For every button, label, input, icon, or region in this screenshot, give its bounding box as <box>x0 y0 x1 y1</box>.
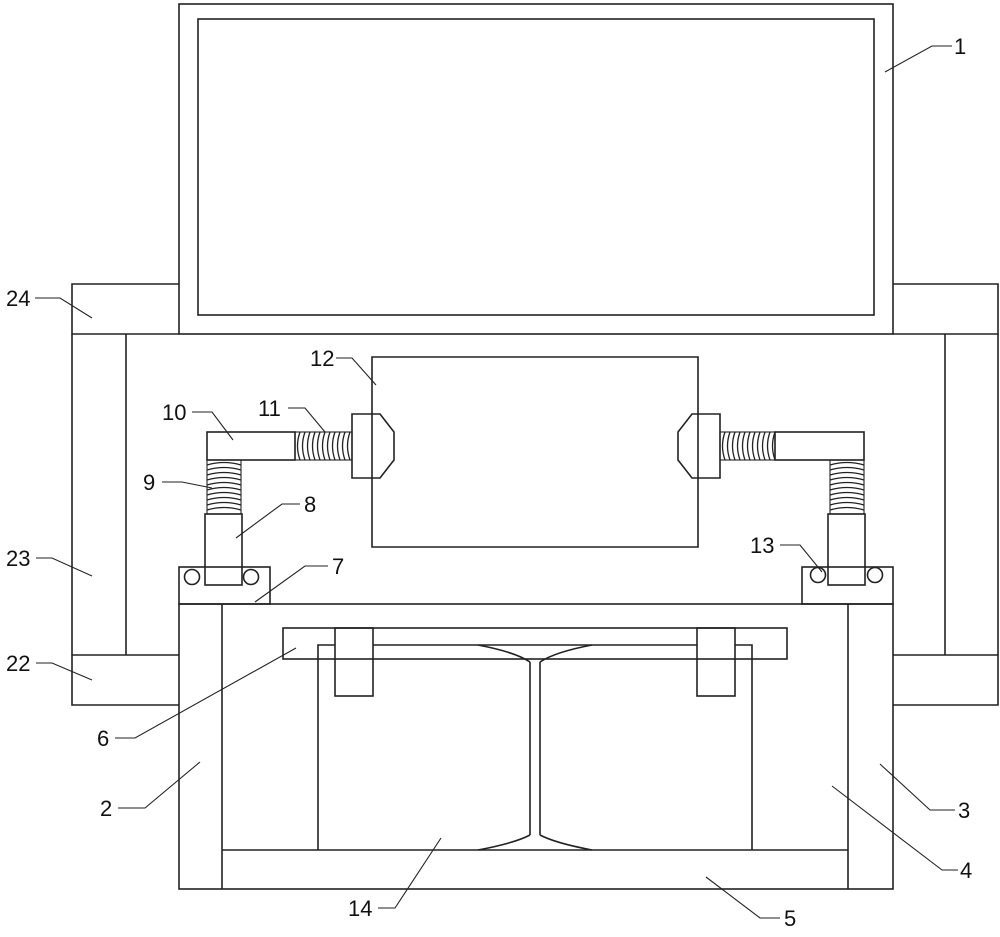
spring-coil <box>766 431 771 461</box>
spring-coil <box>761 431 766 461</box>
spring-coil <box>306 431 311 461</box>
spring-coil <box>829 461 865 466</box>
spring-coil <box>321 431 326 461</box>
part-6-cross-plate <box>282 627 788 697</box>
spring-coil <box>829 476 865 481</box>
label-9: 9 <box>143 470 155 495</box>
label-7: 7 <box>332 554 344 579</box>
spring-coil <box>829 481 865 486</box>
label-10: 10 <box>162 400 186 425</box>
spring-coil <box>829 471 865 476</box>
label-23: 23 <box>6 546 30 571</box>
spring-coil <box>206 481 242 486</box>
bottom-housing <box>178 603 894 890</box>
label-24: 24 <box>6 286 30 311</box>
part-11-horizontal-springs <box>294 431 776 461</box>
spring-coil <box>206 461 242 466</box>
spring-coil <box>829 506 865 511</box>
spring-coil <box>331 431 336 461</box>
part-13-rollers <box>183 566 884 586</box>
part-7-base-plates <box>178 566 894 605</box>
spring-coil <box>341 431 346 461</box>
leader-lines <box>35 45 958 919</box>
spring-coil <box>206 506 242 511</box>
spring-coil <box>756 431 761 461</box>
spring-coil <box>316 431 321 461</box>
spring-coil <box>736 431 741 461</box>
part-12-workpiece <box>371 356 699 548</box>
spring-coil <box>746 431 751 461</box>
spring-coil <box>311 431 316 461</box>
spring-coil <box>741 431 746 461</box>
label-13: 13 <box>750 533 774 558</box>
part-14-inner-box <box>317 644 753 851</box>
label-5: 5 <box>784 906 796 931</box>
label-1: 1 <box>954 34 966 59</box>
spring-coil <box>829 501 865 506</box>
spring-coil <box>206 466 242 471</box>
label-11: 11 <box>258 396 281 421</box>
part-1-top-box <box>178 3 894 335</box>
spring-coil <box>206 471 242 476</box>
spring-coil <box>346 431 351 461</box>
spring-coil <box>731 431 736 461</box>
part-24-upper-frame <box>71 283 999 335</box>
spring-coil <box>206 476 242 481</box>
part-10-horizontal-arms <box>206 431 865 461</box>
spring-coil <box>336 431 341 461</box>
spring-coil <box>829 496 865 501</box>
label-14: 14 <box>348 896 372 921</box>
spring-coil <box>751 431 756 461</box>
spring-coil <box>296 431 301 461</box>
label-2: 2 <box>100 796 112 821</box>
spring-coil <box>206 496 242 501</box>
spring-coil <box>721 431 726 461</box>
labels: 1 24 12 10 11 9 8 7 13 23 22 6 2 3 4 5 1… <box>6 34 972 931</box>
label-6: 6 <box>97 726 109 751</box>
spring-coil <box>829 486 865 491</box>
label-8: 8 <box>304 492 316 517</box>
spring-coil <box>206 501 242 506</box>
clamp-heads <box>351 413 721 479</box>
spring-coil <box>206 491 242 496</box>
spring-coil <box>206 486 242 491</box>
label-3: 3 <box>958 798 970 823</box>
spring-coil <box>829 466 865 471</box>
spring-coil <box>326 431 331 461</box>
label-22: 22 <box>6 651 30 676</box>
part-22-lower-frame <box>71 654 999 706</box>
spring-coil <box>726 431 731 461</box>
label-12: 12 <box>310 346 334 371</box>
part-23-side-frames <box>71 334 999 655</box>
spring-coil <box>301 431 306 461</box>
label-4: 4 <box>960 858 972 883</box>
spring-coil <box>771 431 776 461</box>
spring-coil <box>829 491 865 496</box>
